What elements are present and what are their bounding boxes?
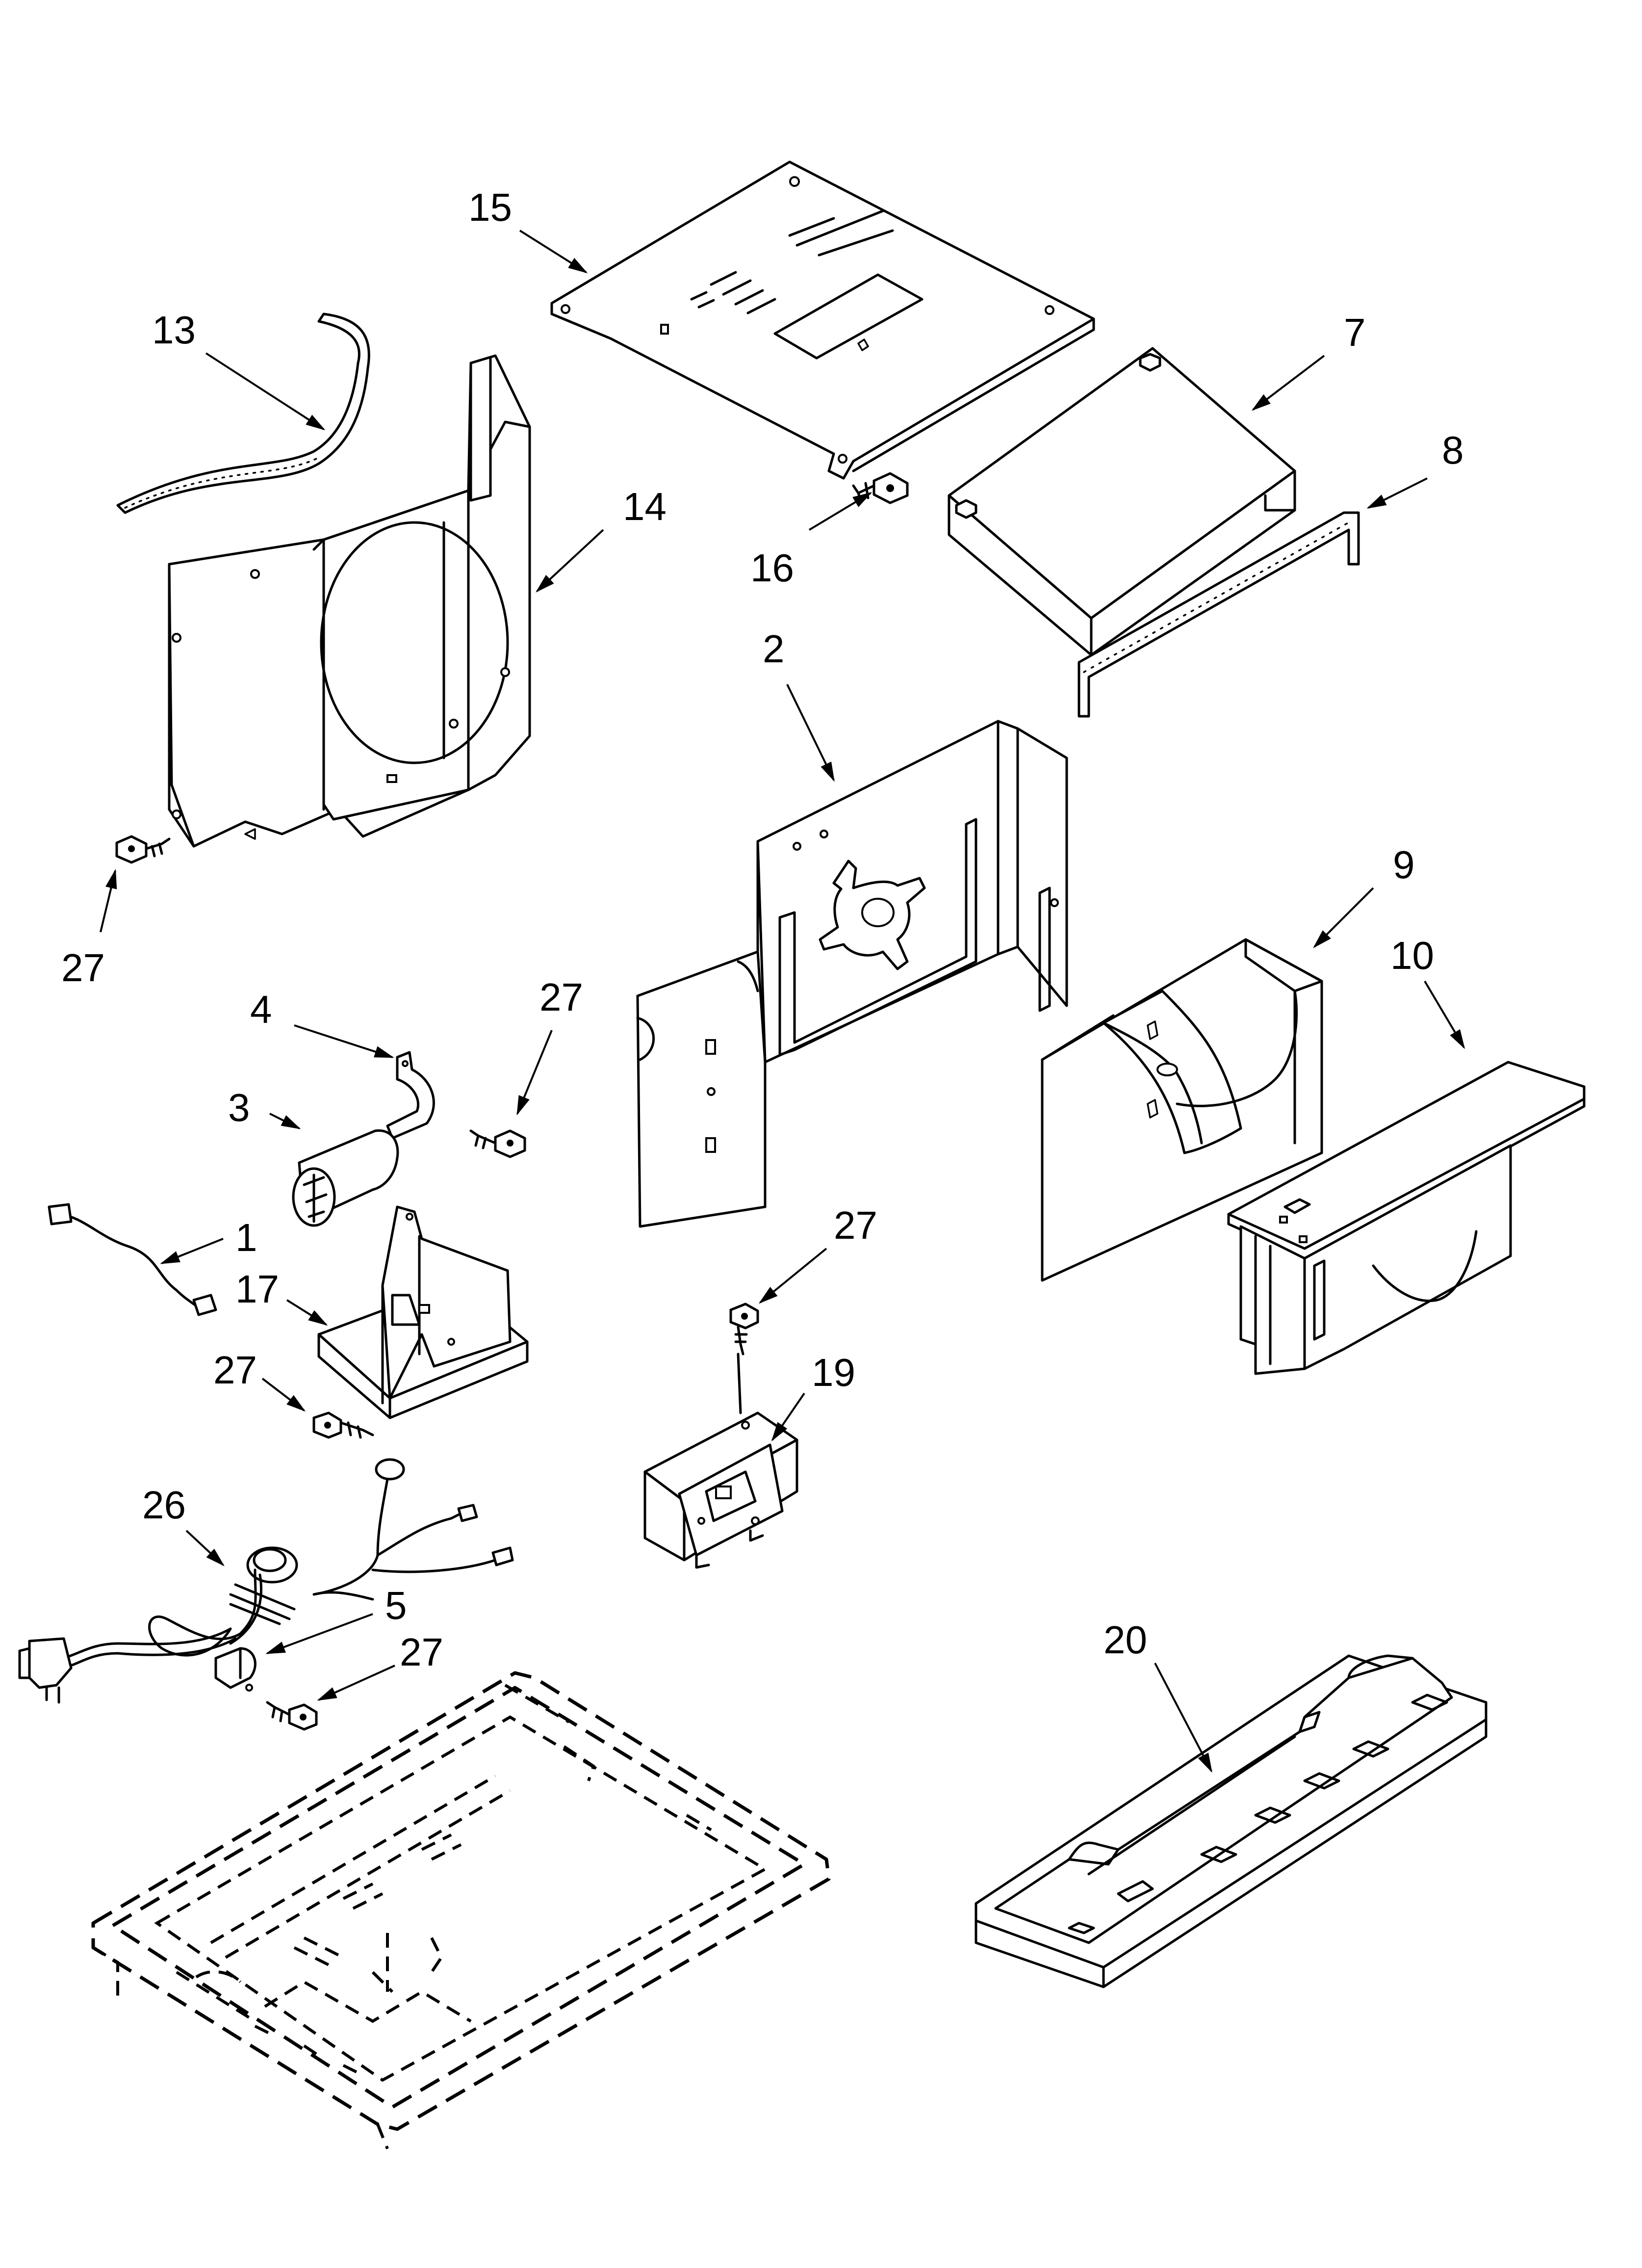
base-pan-reference-dashed <box>91 1671 831 2150</box>
callout-19: 19 <box>812 1351 855 1394</box>
callout-27-a: 27 <box>61 946 105 990</box>
part-27-screw-clamp <box>266 1701 318 1731</box>
callout-14: 14 <box>623 485 667 528</box>
part-27-screw-shroud <box>115 835 171 864</box>
callout-27-b: 27 <box>539 975 583 1019</box>
part-4-strap <box>386 1051 435 1140</box>
part-27-screw-strap <box>469 1129 526 1158</box>
callout-13: 13 <box>152 308 196 352</box>
part-9-scroll <box>1041 938 1323 1282</box>
callout-20: 20 <box>1103 1618 1147 1662</box>
part-8-gasket <box>1078 511 1360 718</box>
part-10-barrier <box>1227 1061 1586 1375</box>
part-7-cover <box>948 347 1296 656</box>
callout-7: 7 <box>1344 311 1366 354</box>
part-20-base-pan <box>975 1654 1488 1988</box>
callout-26: 26 <box>142 1483 186 1527</box>
callout-1: 1 <box>235 1216 257 1259</box>
callout-8: 8 <box>1442 428 1464 472</box>
callout-9: 9 <box>1393 843 1415 886</box>
callout-10: 10 <box>1390 934 1434 977</box>
callout-27-c: 27 <box>213 1348 257 1392</box>
callout-5: 5 <box>385 1584 407 1627</box>
part-15-top-panel <box>550 160 1095 480</box>
part-5-clamp <box>214 1647 257 1692</box>
leader-lines <box>100 230 1465 1773</box>
callout-3: 3 <box>228 1086 250 1129</box>
part-27-screw-control <box>729 1303 759 1356</box>
part-14-shroud <box>168 354 531 848</box>
part-19-mounting-plate <box>643 1353 798 1569</box>
callout-27-d: 27 <box>834 1203 877 1247</box>
part-26-harness <box>18 1458 514 1704</box>
callout-15: 15 <box>468 185 512 229</box>
callout-4: 4 <box>250 988 272 1031</box>
part-27-screw-bracket <box>312 1411 374 1439</box>
callout-labels: 15 13 14 7 8 16 2 9 10 27 4 27 3 1 17 27… <box>61 185 1464 1674</box>
part-2-fan-panel <box>636 720 1068 1228</box>
callout-16: 16 <box>750 546 794 590</box>
callout-2: 2 <box>763 627 785 671</box>
part-13-gasket <box>116 313 370 514</box>
part-1-wire <box>48 1203 217 1316</box>
callout-17: 17 <box>235 1267 279 1311</box>
callout-27-e: 27 <box>400 1630 443 1674</box>
part-3-capacitor <box>292 1129 399 1227</box>
part-17-bracket <box>317 1205 529 1419</box>
